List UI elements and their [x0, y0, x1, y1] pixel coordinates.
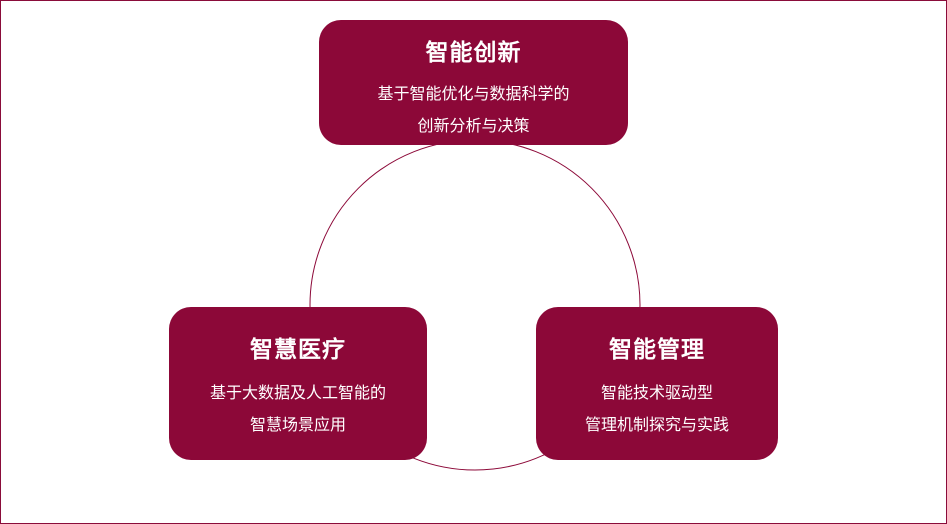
node-description-line: 基于大数据及人工智能的 [209, 383, 386, 402]
node-title: 智能创新 [425, 40, 522, 66]
node-description-line: 基于智能优化与数据科学的 [377, 84, 570, 103]
node-description-line: 智慧场景应用 [249, 415, 346, 434]
node-description-line: 管理机制探究与实践 [584, 415, 729, 434]
node-description-line: 智能技术驱动型 [600, 383, 713, 402]
node-description-line: 创新分析与决策 [417, 116, 530, 135]
node-intelligent-innovation: 智能创新 基于智能优化与数据科学的 创新分析与决策 [319, 20, 628, 145]
node-title: 智能管理 [609, 337, 705, 363]
node-intelligent-management: 智能管理 智能技术驱动型 管理机制探究与实践 [536, 307, 778, 460]
node-title: 智慧医疗 [250, 337, 346, 363]
node-smart-healthcare: 智慧医疗 基于大数据及人工智能的 智慧场景应用 [169, 307, 427, 460]
